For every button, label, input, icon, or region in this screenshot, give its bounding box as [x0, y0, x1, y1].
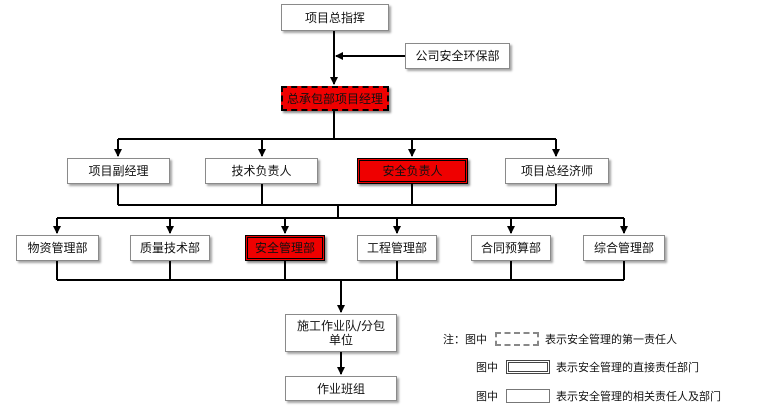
legend-row-1: 注： 图中 表示安全管理的第一责任人 [443, 331, 677, 347]
legend-swatch-dashed [495, 332, 539, 346]
legend-row-3: 图中 表示安全管理的相关责任人及部门 [476, 388, 721, 404]
node-safety-lead: 安全负责人 [357, 158, 468, 184]
node-deputy-pm: 项目副经理 [67, 158, 170, 184]
node-team: 作业班组 [285, 376, 397, 401]
legend-swatch-plain [506, 389, 550, 403]
node-tech-lead: 技术负责人 [205, 158, 318, 184]
legend-note-prefix: 注： [443, 333, 465, 346]
node-general: 综合管理部 [583, 235, 665, 261]
legend-in-figure: 图中 [476, 390, 498, 403]
node-commander: 项目总指挥 [281, 4, 389, 31]
node-materials: 物资管理部 [16, 235, 99, 261]
node-quality: 质量技术部 [130, 235, 210, 261]
node-contract: 合同预算部 [471, 235, 551, 261]
node-economist: 项目总经济师 [505, 158, 609, 184]
legend-in-figure: 图中 [476, 361, 498, 374]
legend-in-figure: 图中 [465, 333, 487, 346]
legend-row-2: 图中 表示安全管理的直接责任部门 [476, 359, 699, 375]
legend-direct-dept: 表示安全管理的直接责任部门 [556, 361, 699, 374]
node-construction: 施工作业队/分包 单位 [285, 314, 397, 352]
node-safety-dept: 安全管理部 [245, 235, 325, 261]
node-gm: 总承包部项目经理 [281, 86, 389, 111]
legend-first-responsible: 表示安全管理的第一责任人 [545, 333, 677, 346]
legend-related: 表示安全管理的相关责任人及部门 [556, 390, 721, 403]
legend-swatch-double [506, 360, 550, 374]
node-engineering: 工程管理部 [357, 235, 437, 261]
node-env-dept: 公司安全环保部 [405, 43, 510, 69]
